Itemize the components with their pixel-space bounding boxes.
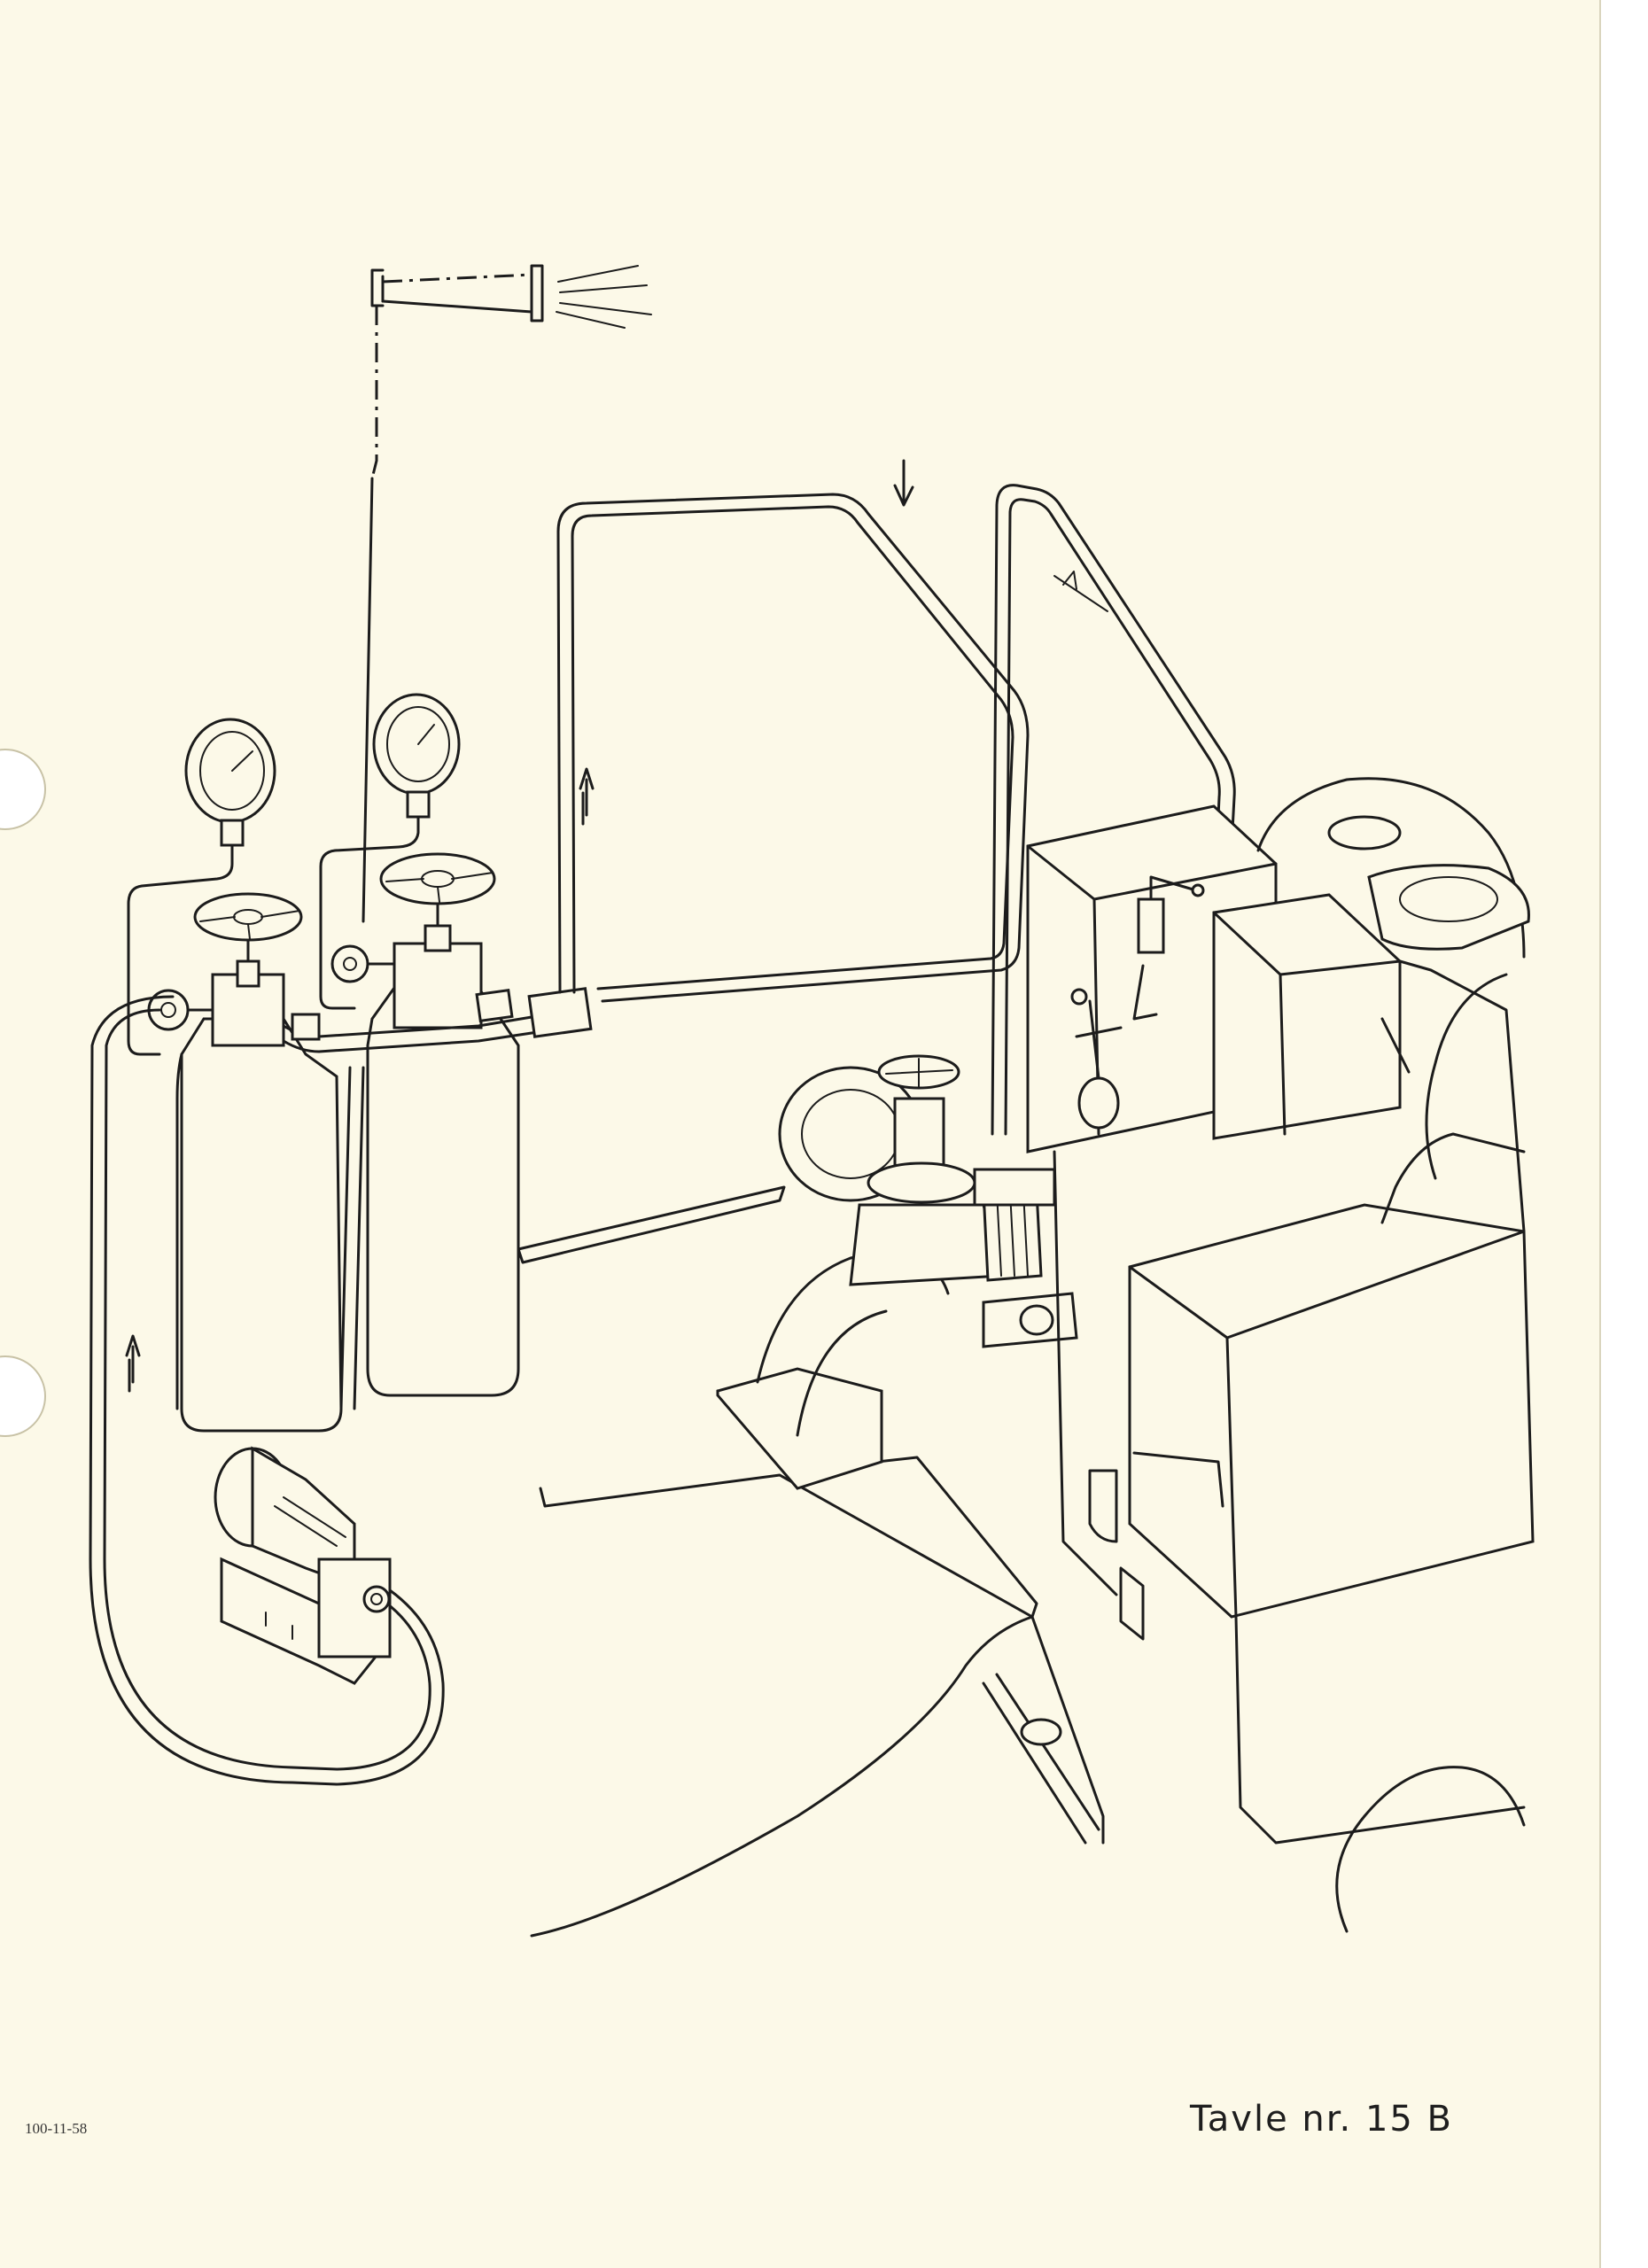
nozzle-feed-line	[361, 477, 374, 923]
print-code: 100-11-58	[25, 2120, 88, 2137]
control-lever	[1070, 875, 1205, 1130]
gas-cylinder-right	[330, 852, 520, 1397]
page-edge	[1599, 0, 1648, 2268]
gas-cylinder-left	[147, 892, 343, 1433]
engine-casting-right	[1234, 777, 1530, 1933]
engine-block	[1026, 804, 1535, 1641]
riser-pipe-loop	[556, 459, 1030, 1003]
pressure-gauge-right	[319, 693, 461, 1010]
technical-illustration	[89, 264, 1535, 1938]
return-pipe-loop	[89, 995, 445, 1786]
pressure-gauge-left	[127, 718, 276, 1056]
plate-label: Tavle nr. 15 B	[1189, 2099, 1453, 2140]
nozzle-sprayer	[370, 264, 652, 479]
flow-direction-arrows	[125, 767, 595, 1393]
pump-unit	[214, 1446, 392, 1685]
distributor-valve	[849, 1054, 1078, 1348]
manifold-pipe	[282, 987, 593, 1410]
